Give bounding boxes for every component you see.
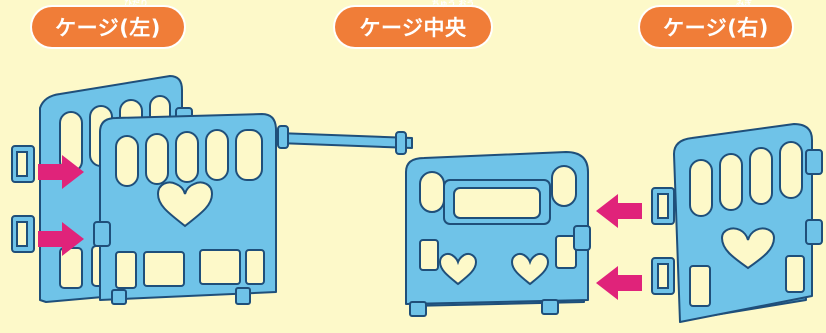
label-cage-center-text: ケージ中央: [359, 16, 467, 40]
arrow-right-icon: [38, 222, 84, 256]
cage-left-front-panel: [93, 113, 277, 305]
arrow-left-icon: [596, 266, 642, 300]
heart-icon: [510, 252, 550, 286]
label-cage-right-text: ケージ(右): [663, 16, 769, 40]
heart-icon: [156, 181, 214, 228]
arrow-right-icon: [38, 155, 84, 189]
cage-right-panel: [651, 123, 823, 323]
label-cage-left-text: ケージ(左): [55, 16, 161, 40]
arrow-left-icon: [596, 194, 642, 228]
label-cage-center: ケージ中央 ちゅう おう: [335, 0, 491, 47]
label-cage-right: ケージ(右) みぎ: [640, 0, 792, 47]
heart-icon: [720, 227, 776, 270]
cage-center-panel: [405, 151, 591, 317]
ruby-hidari: ひだり: [124, 0, 148, 8]
ruby-chuuou: ちゅう おう: [431, 0, 475, 8]
ruby-migi: みぎ: [736, 0, 752, 8]
label-cage-left: ケージ(左) ひだり: [32, 0, 184, 47]
heart-icon: [438, 252, 478, 286]
